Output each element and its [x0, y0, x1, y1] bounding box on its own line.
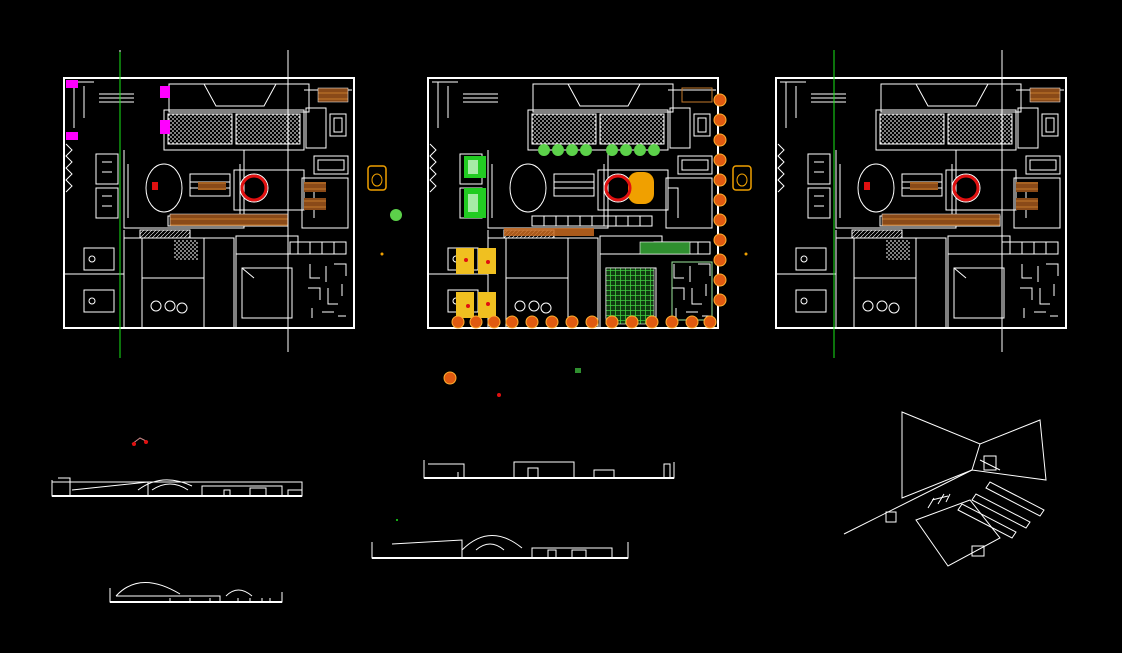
scooter-symbol — [131, 437, 149, 446]
shrub-symbol — [390, 209, 402, 221]
elevation-2[interactable] — [423, 460, 675, 479]
washbasin-symbol — [732, 165, 752, 191]
floor-plan-left[interactable] — [63, 77, 355, 329]
axis-lines — [119, 50, 1003, 358]
flower-symbol — [497, 393, 501, 397]
elevation-4[interactable] — [109, 582, 283, 603]
tree-symbol — [443, 371, 457, 385]
floor-plan-landscaped[interactable] — [427, 77, 727, 329]
hedge-symbol — [575, 368, 581, 373]
elevation-3[interactable] — [371, 535, 629, 559]
floor-plan-right[interactable] — [775, 77, 1067, 329]
axonometric-view[interactable] — [843, 411, 1047, 567]
elevation-1[interactable] — [51, 477, 303, 497]
washbasin-symbol — [367, 165, 387, 191]
